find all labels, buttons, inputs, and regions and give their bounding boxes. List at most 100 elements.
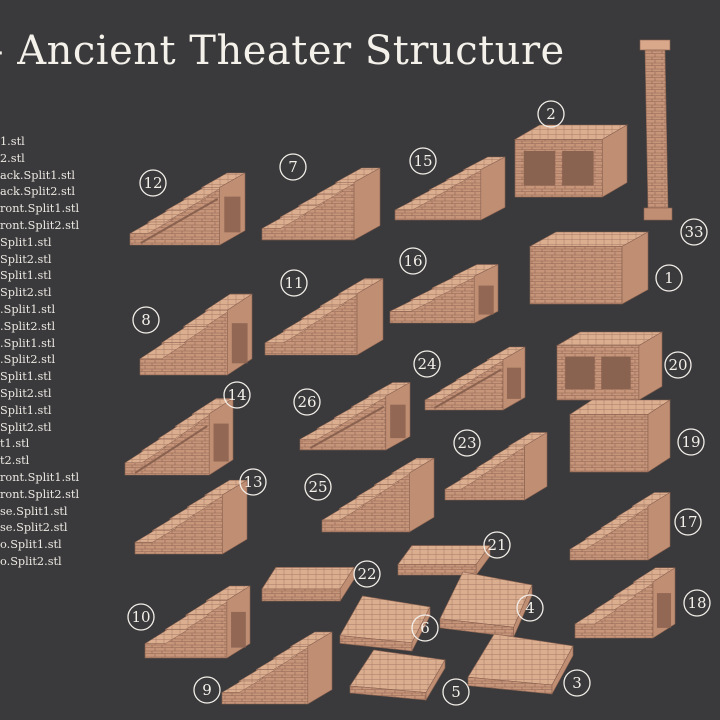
piece-number-label: 20 [668,356,687,374]
piece-number-label: 26 [297,393,316,411]
file-list-item: ront.Split1.stl [0,202,80,216]
piece-number-badge: 13 [239,468,267,496]
file-list-item: 1.stl [0,135,25,148]
piece-number-badge: 10 [127,603,155,631]
piece-11 [264,277,384,356]
badge-circle [442,678,470,706]
piece-23 [444,431,548,501]
piece-number-label: 15 [413,152,432,170]
piece-number-badge: 1 [655,264,683,292]
piece-number-label: 4 [525,599,535,617]
piece-13 [134,479,248,555]
badge-circle [399,247,427,275]
piece-number-badge: 14 [223,381,251,409]
piece-number-label: 21 [487,536,506,554]
piece-number-badge: 2 [537,100,565,128]
file-list-item: Split2.stl [0,286,52,300]
badge-circle [680,218,708,246]
badge-circle [223,381,251,409]
piece-number-label: 12 [143,174,162,192]
piece-number-label: 7 [288,158,298,176]
piece-number-label: 18 [687,594,706,612]
piece-19 [568,399,672,473]
piece-33 [639,39,673,221]
badge-circle [677,428,705,456]
piece-1 [528,231,650,305]
piece-number-label: 8 [141,311,151,329]
piece-number-badge: 19 [677,428,705,456]
piece-12 [129,172,246,246]
piece-number-badge: 18 [683,589,711,617]
piece-number-label: 24 [417,355,436,373]
file-list-item: Split1.stl [0,403,52,417]
piece-18 [574,567,676,639]
piece-number-badge: 15 [409,147,437,175]
file-list-item: Split2.stl [0,386,52,400]
file-list-item: ack.Split2.stl [0,185,75,199]
badge-circle [413,350,441,378]
piece-number-label: 6 [420,619,430,637]
badge-circle [409,147,437,175]
piece-number-badge: 12 [139,169,167,197]
piece-number-label: 22 [357,565,376,583]
file-list-item: Split1.stl [0,269,52,283]
piece-25 [321,457,435,533]
file-list-item: Split2.stl [0,252,52,266]
badge-circle [683,589,711,617]
piece-number-badge: 26 [293,388,321,416]
badge-circle [483,531,511,559]
badge-circle [537,100,565,128]
piece-number-label: 11 [284,274,303,292]
file-list-item: .Split1.stl [0,302,56,316]
piece-number-label: 13 [243,473,262,491]
piece-17 [569,491,671,561]
file-list-item: se.Split2.stl [0,521,68,535]
file-list-item: o.Split1.stl [0,538,62,552]
file-list-item: Split1.stl [0,370,52,384]
piece-number-badge: 6 [411,614,439,642]
file-list-item: ack.Split1.stl [0,168,75,182]
piece-number-badge: 25 [304,473,332,501]
file-list-item: se.Split1.stl [0,504,68,518]
badge-circle [293,388,321,416]
piece-number-label: 23 [457,434,476,452]
piece-number-label: 14 [227,386,246,404]
piece-number-badge: 22 [353,560,381,588]
file-list-item: .Split2.stl [0,353,56,367]
file-list-item: 2.stl [0,151,25,165]
piece-24 [424,346,526,411]
piece-22 [261,566,355,603]
badge-circle [193,676,221,704]
piece-number-label: 25 [308,478,327,496]
piece-number-label: 17 [678,513,697,531]
piece-number-badge: 7 [279,153,307,181]
badge-circle [127,603,155,631]
badge-circle [304,473,332,501]
badge-circle [279,153,307,181]
piece-3 [467,633,574,695]
piece-number-label: 19 [681,433,700,451]
file-list-item: t1.stl [0,437,30,451]
file-list-item: Split2.stl [0,420,52,434]
file-list-item: o.Split2.stl [0,554,62,568]
piece-number-label: 1 [664,269,674,287]
piece-number-badge: 5 [442,678,470,706]
piece-number-badge: 20 [664,351,692,379]
piece-number-label: 3 [572,674,582,692]
file-list-item: ront.Split1.stl [0,470,80,484]
piece-number-label: 9 [202,681,212,699]
badge-circle [563,669,591,697]
piece-number-label: 10 [131,608,150,626]
piece-number-badge: 16 [399,247,427,275]
piece-number-badge: 17 [674,508,702,536]
file-list-item: ront.Split2.stl [0,218,80,232]
file-list: 1.stl 2.stl ack.Split1.stl ack.Split2.stl ro… [0,134,79,571]
piece-15 [394,156,506,221]
piece-14 [124,397,234,476]
piece-number-badge: 23 [453,429,481,457]
piece-number-badge: 24 [413,350,441,378]
badge-circle [674,508,702,536]
file-list-item: Split1.stl [0,235,52,249]
piece-number-label: 5 [451,683,461,701]
